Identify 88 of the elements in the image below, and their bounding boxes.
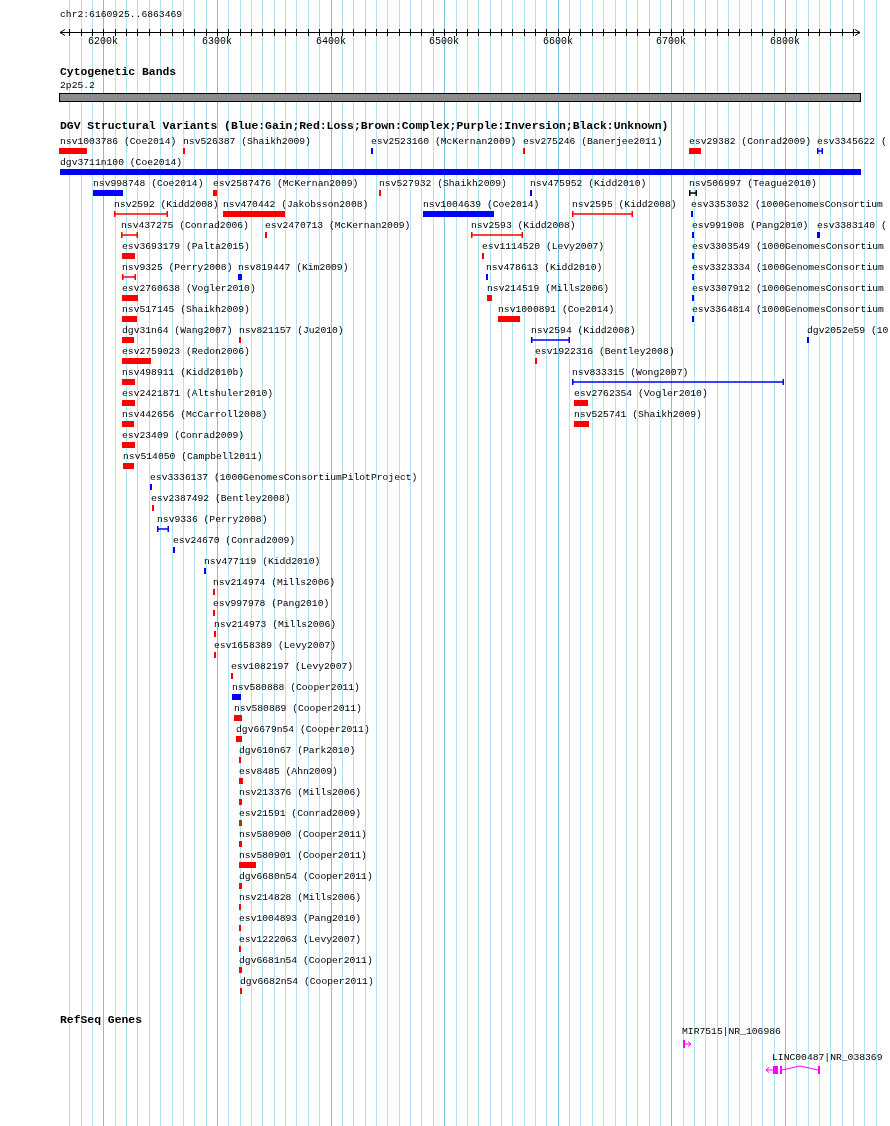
variant-label: esv997978 (Pang2010) <box>213 598 330 609</box>
variant-label: nsv1003786 (Coe2014) <box>60 136 177 147</box>
variant-label: nsv525741 (Shaikh2009) <box>574 409 702 420</box>
variant-label: dgv6682n54 (Cooper2011) <box>240 976 374 987</box>
variant-label: nsv2593 (Kidd2008) <box>471 220 576 231</box>
variant-label: nsv214974 (Mills2006) <box>213 577 336 588</box>
gene-label: MIR7515|NR_106986 <box>682 1026 781 1037</box>
variant-label: esv3345622 ( <box>817 136 887 147</box>
variant-label: esv1082197 (Levy2007) <box>231 661 354 672</box>
variant-label: dgv6681n54 (Cooper2011) <box>239 955 373 966</box>
variant-label: esv8485 (Ahn2009) <box>239 766 338 777</box>
axis-tick-label: 6800k <box>770 36 800 47</box>
variant-label: nsv514050 (Campbell2011) <box>123 451 263 462</box>
variant-label: nsv2595 (Kidd2008) <box>572 199 677 210</box>
variant-label: nsv998748 (Coe2014) <box>93 178 204 189</box>
variant-label: nsv833315 (Wong2007) <box>572 367 689 378</box>
variant-label: esv29382 (Conrad2009) <box>689 136 812 147</box>
track-title: RefSeq Genes <box>60 1015 143 1026</box>
variant-label: dgv3711n100 (Coe2014) <box>60 157 183 168</box>
variant-label: dgv6679n54 (Cooper2011) <box>236 724 370 735</box>
variant-label: esv1922316 (Bentley2008) <box>535 346 675 357</box>
variant-label: esv21591 (Conrad2009) <box>239 808 362 819</box>
variant-label: nsv214519 (Mills2006) <box>487 283 610 294</box>
variant-label: esv991908 (Pang2010) <box>692 220 809 231</box>
variant-label: nsv9325 (Perry2008) <box>122 262 233 273</box>
variant-label: esv2759023 (Redon2006) <box>122 346 250 357</box>
variant-label: esv3323334 (1000GenomesConsortium <box>692 262 884 273</box>
variant-label: esv2421871 (Altshuler2010) <box>122 388 274 399</box>
variant-label: nsv819447 (Kim2009) <box>238 262 349 273</box>
variant-label: nsv526387 (Shaikh2009) <box>183 136 311 147</box>
axis-tick-label: 6200k <box>88 36 118 47</box>
variant-label: esv2470713 (McKernan2009) <box>265 220 411 231</box>
gene-label: LINC00487|NR_038369 <box>772 1052 883 1063</box>
variant-label: nsv517145 (Shaikh2009) <box>122 304 250 315</box>
variant-label: nsv580900 (Cooper2011) <box>239 829 367 840</box>
variant-label: nsv527932 (Shaikh2009) <box>379 178 507 189</box>
variant-label: nsv478613 (Kidd2010) <box>486 262 603 273</box>
variant-label: nsv1000891 (Coe2014) <box>498 304 615 315</box>
variant-label: esv3353032 (1000GenomesConsortium <box>691 199 883 210</box>
axis-tick-label: 6600k <box>543 36 573 47</box>
axis-tick-label: 6300k <box>202 36 232 47</box>
variant-label: nsv2592 (Kidd2008) <box>114 199 219 210</box>
variant-label: dgv2052e59 (10 <box>807 325 889 336</box>
variant-label: esv3336137 (1000GenomesConsortiumPilotProject) <box>150 472 418 483</box>
variant-label: nsv2594 (Kidd2008) <box>531 325 636 336</box>
variant-label: esv2762354 (Vogler2010) <box>574 388 708 399</box>
variant-label: nsv437275 (Conrad2006) <box>121 220 249 231</box>
variant-label: esv3693179 (Palta2015) <box>122 241 250 252</box>
band-label: 2p25.2 <box>60 80 95 91</box>
variant-label: nsv498911 (Kidd2010b) <box>122 367 245 378</box>
variant-label: nsv506997 (Teague2010) <box>689 178 817 189</box>
variant-label: nsv214973 (Mills2006) <box>214 619 337 630</box>
variant-label: esv2387492 (Bentley2008) <box>151 493 291 504</box>
variant-label: esv2587476 (McKernan2009) <box>213 178 359 189</box>
variant-label: nsv475952 (Kidd2010) <box>530 178 647 189</box>
variant-label: nsv477119 (Kidd2010) <box>204 556 321 567</box>
variant-label: dgv31n64 (Wang2007) <box>122 325 233 336</box>
track-title: Cytogenetic Bands <box>60 67 177 78</box>
variant-label: esv3364814 (1000GenomesConsortium <box>692 304 884 315</box>
variant-label: nsv580901 (Cooper2011) <box>239 850 367 861</box>
variant-label: esv23409 (Conrad2009) <box>122 430 245 441</box>
variant-label: esv275246 (Banerjee2011) <box>523 136 663 147</box>
variant-label: esv2523160 (McKernan2009) <box>371 136 517 147</box>
variant-label: nsv580888 (Cooper2011) <box>232 682 360 693</box>
axis-tick-label: 6400k <box>316 36 346 47</box>
variant-label: esv2760638 (Vogler2010) <box>122 283 256 294</box>
variant-label: nsv821157 (Ju2010) <box>239 325 344 336</box>
variant-label: nsv213376 (Mills2006) <box>239 787 362 798</box>
variant-label: esv1658389 (Levy2007) <box>214 640 337 651</box>
variant-label: esv3303549 (1000GenomesConsortium <box>692 241 884 252</box>
variant-label: esv3307912 (1000GenomesConsortium <box>692 283 884 294</box>
variant-label: dgv610n67 (Park2010) <box>239 745 356 756</box>
variant-label: esv1004893 (Pang2010) <box>239 913 362 924</box>
variant-label: esv1114520 (Levy2007) <box>482 241 605 252</box>
variant-label: nsv1004639 (Coe2014) <box>423 199 540 210</box>
variant-label: dgv6680n54 (Cooper2011) <box>239 871 373 882</box>
variant-label: nsv470442 (Jakobsson2008) <box>223 199 369 210</box>
variant-label: esv3383140 ( <box>817 220 887 231</box>
variant-label: esv1222063 (Levy2007) <box>239 934 362 945</box>
variant-label: nsv442656 (McCarroll2008) <box>122 409 268 420</box>
coordinate-label: chr2:6160925..6863469 <box>60 9 183 20</box>
variant-label: nsv580889 (Cooper2011) <box>234 703 362 714</box>
variant-label: nsv214828 (Mills2006) <box>239 892 362 903</box>
variant-label: esv24670 (Conrad2009) <box>173 535 296 546</box>
axis-tick-label: 6500k <box>429 36 459 47</box>
axis-tick-label: 6700k <box>656 36 686 47</box>
track-title: DGV Structural Variants (Blue:Gain;Red:Loss;Brown:Complex;Purple:Inversion;Black:Unknown) <box>60 121 669 132</box>
variant-label: nsv9336 (Perry2008) <box>157 514 268 525</box>
